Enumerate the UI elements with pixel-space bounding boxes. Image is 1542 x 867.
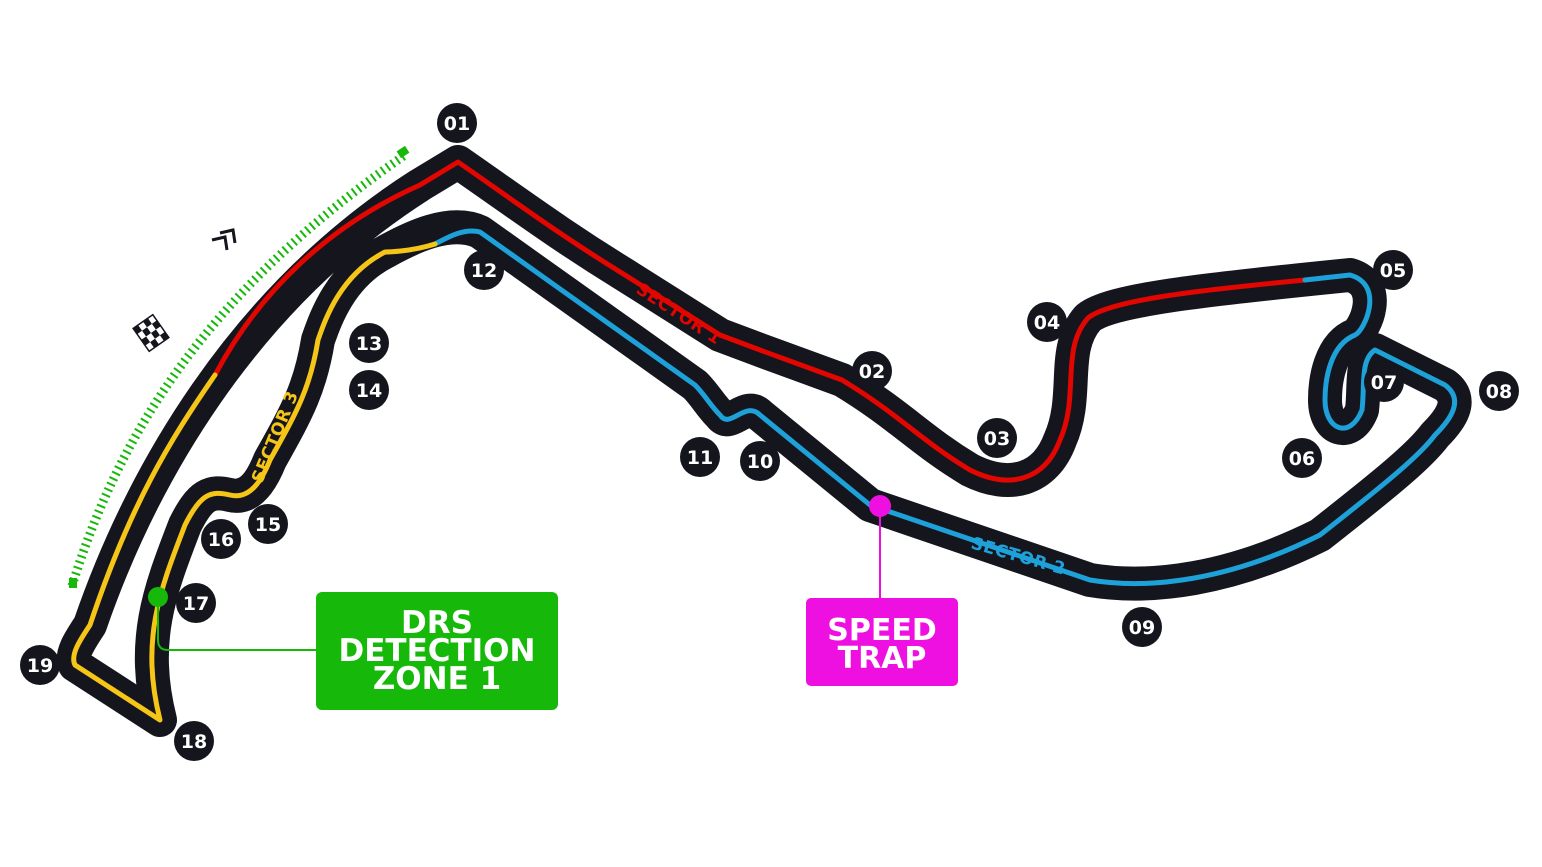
turn-marker-12: 12 [464,250,504,290]
drs-line-1: DRS [401,605,473,641]
sector-3-line [71,241,438,723]
drs-line-3: ZONE 1 [373,661,501,697]
turn-marker-19: 19 [20,645,60,685]
speed-trap-box: SPEED TRAP [806,598,958,686]
turn-marker-07: 07 [1364,362,1404,402]
turn-marker-02: 02 [852,351,892,391]
turn-marker-13: 13 [349,323,389,363]
turn-marker-08: 08 [1479,371,1519,411]
turn-label: 03 [984,428,1010,450]
turn-marker-10: 10 [740,441,780,481]
turn-label: 04 [1034,312,1060,334]
turn-label: 16 [208,529,234,551]
turn-label: 06 [1289,448,1315,470]
turn-label: 08 [1486,381,1512,403]
turn-marker-16: 16 [201,519,241,559]
turn-label: 09 [1129,617,1155,639]
turn-marker-17: 17 [176,583,216,623]
turn-marker-03: 03 [977,418,1017,458]
chequered-flag-icon [132,313,170,353]
drs-detection-connector [148,587,320,651]
turn-label: 14 [356,380,382,402]
speed-trap-line-1: SPEED [827,613,936,648]
drs-zone-marker [67,145,410,588]
turn-label: 19 [27,655,53,677]
turn-marker-15: 15 [248,504,288,544]
turn-marker-01: 01 [437,103,477,143]
turn-label: 10 [747,451,773,473]
turn-label: 12 [471,260,497,282]
turn-label: 17 [183,593,209,615]
turn-marker-18: 18 [174,721,214,761]
turn-marker-14: 14 [349,370,389,410]
turn-label: 18 [181,731,207,753]
turn-marker-04: 04 [1027,302,1067,342]
drs-detection-box: DRS DETECTION ZONE 1 [316,592,558,710]
turn-label: 15 [255,514,281,536]
turn-label: 05 [1380,260,1406,282]
drs-line-2: DETECTION [339,633,536,669]
turn-marker-09: 09 [1122,607,1162,647]
direction-arrows-icon [211,228,237,251]
turn-label: 11 [687,447,713,469]
turn-marker-11: 11 [680,437,720,477]
speed-trap-connector [869,495,891,600]
sector-1-line [212,159,1308,483]
turn-label: 01 [444,113,470,135]
turn-marker-06: 06 [1282,438,1322,478]
turn-label: 02 [859,361,885,383]
turn-marker-05: 05 [1373,250,1413,290]
sector-2-line [432,228,1458,587]
speed-trap-line-2: TRAP [838,641,927,676]
turn-label: 13 [356,333,382,355]
turn-label: 07 [1371,372,1397,394]
